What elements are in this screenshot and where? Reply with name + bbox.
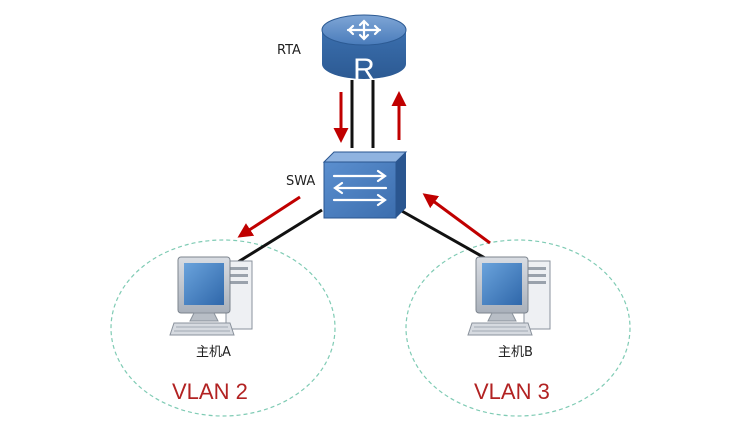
router-glyph: R	[353, 53, 375, 86]
vlan-zone-a	[110, 239, 336, 417]
arrow-switch-to-host-a	[237, 195, 301, 238]
vlan-b-label: VLAN 3	[474, 379, 550, 404]
host-b-label: 主机B	[498, 345, 533, 360]
arrow-host-b-to-switch	[422, 193, 491, 245]
computer-icon	[169, 256, 253, 336]
link-switch-host-b	[399, 208, 493, 264]
link-router-switch	[350, 80, 375, 148]
switch-icon	[322, 151, 408, 219]
router-label: RTA	[277, 43, 301, 58]
computer-icon	[467, 256, 551, 336]
vlan-zone-b	[405, 239, 631, 417]
switch-label: SWA	[286, 174, 316, 189]
host-a-label: 主机A	[196, 345, 231, 360]
link-switch-host-a	[237, 208, 323, 264]
router-icon: R	[321, 14, 407, 86]
vlan-a-label: VLAN 2	[172, 379, 248, 404]
